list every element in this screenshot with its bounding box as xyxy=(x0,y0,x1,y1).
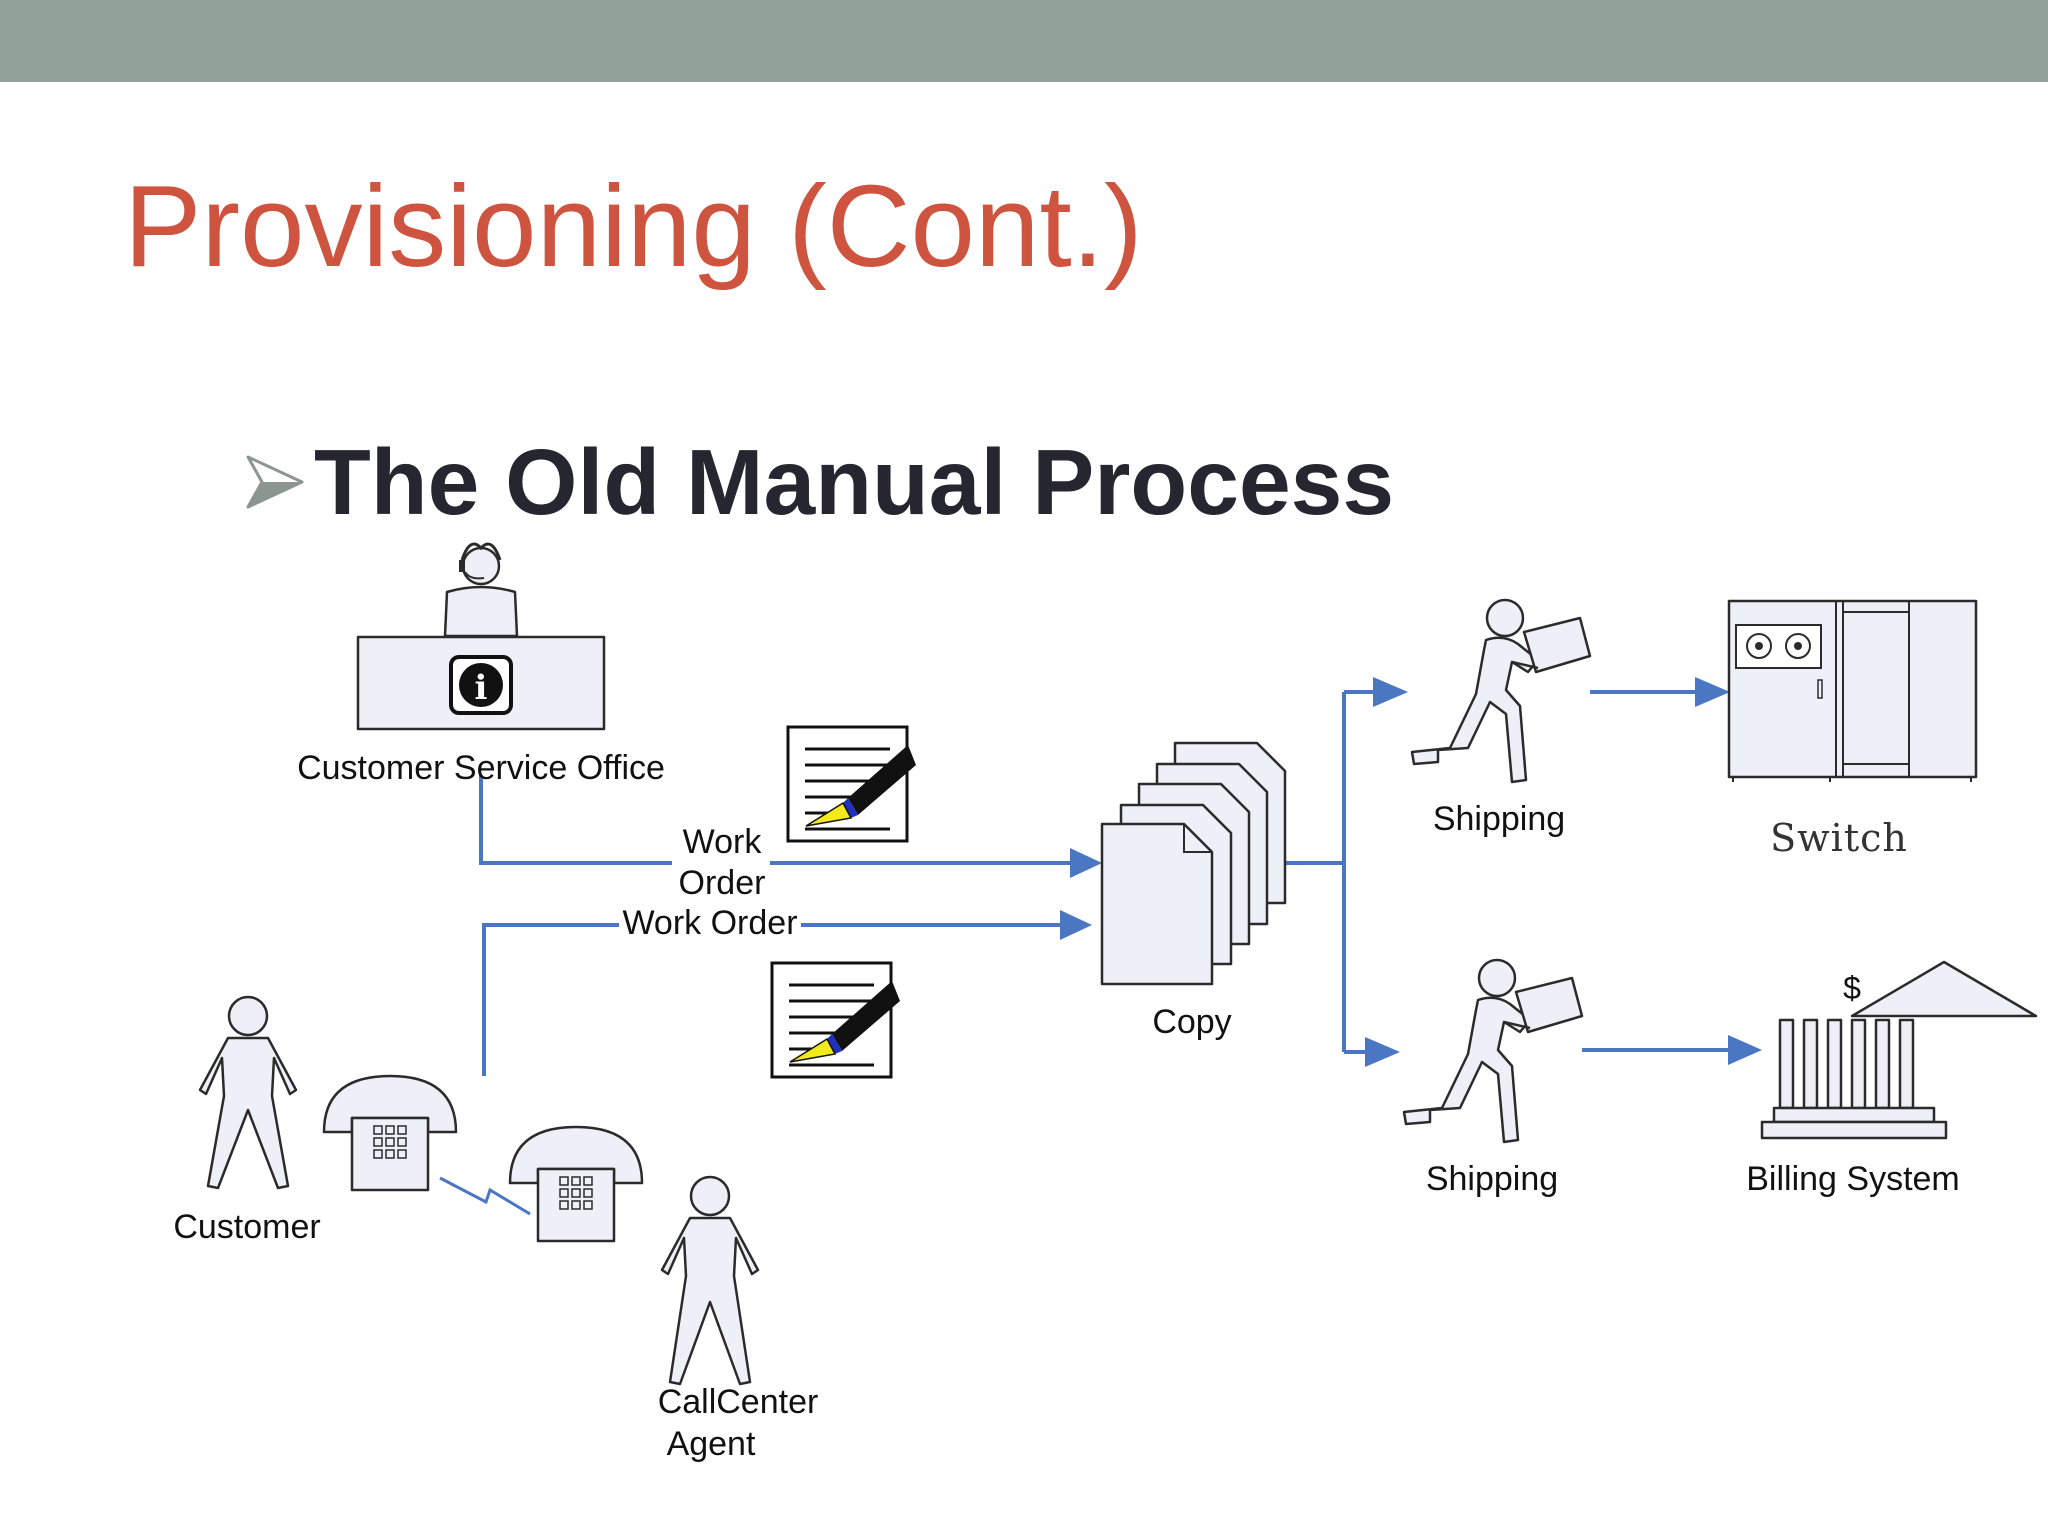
label-switch: Switch xyxy=(1770,816,1908,860)
label-shipping-top: Shipping xyxy=(1433,800,1565,838)
label-bg xyxy=(619,905,801,945)
arrowhead xyxy=(1365,1037,1400,1067)
document-pen-icon xyxy=(786,725,916,843)
label-copy: Copy xyxy=(1152,1003,1231,1041)
delivery-person-icon xyxy=(1402,958,1584,1144)
header-bar xyxy=(0,0,2048,82)
customer-service-office: i Customer Service Office xyxy=(297,542,665,787)
telephone-icon xyxy=(322,1074,458,1192)
person-icon xyxy=(660,1175,760,1386)
label-bg xyxy=(672,820,770,898)
arrowhead xyxy=(1695,677,1730,707)
arrowhead xyxy=(1060,910,1092,940)
phone-connection-line xyxy=(439,1176,531,1216)
slide-title: Provisioning (Cont.) xyxy=(124,161,1143,291)
arrowhead xyxy=(1373,677,1408,707)
label-work-order-line2: Order xyxy=(679,864,766,902)
bullet-row: The Old Manual Process xyxy=(246,432,1394,532)
subtitle: The Old Manual Process xyxy=(314,429,1395,534)
flow-line-copy-split xyxy=(1285,690,1375,1054)
label-customer-service-office: Customer Service Office xyxy=(297,749,665,787)
document-pen-icon xyxy=(770,961,900,1079)
arrowhead xyxy=(1728,1035,1762,1065)
info-icon: i xyxy=(449,655,513,715)
work-order-document-bottom xyxy=(770,961,900,1079)
label-work-order-line1: Work xyxy=(683,823,763,861)
switch-cabinet-icon xyxy=(1727,599,1978,782)
flow-lines xyxy=(439,677,1762,1216)
arrowhead xyxy=(1070,848,1102,878)
bank-building-icon: $ xyxy=(1760,960,2038,1140)
label-callcenter-line2: Agent xyxy=(667,1425,756,1463)
flow-line-office-to-copy xyxy=(479,775,675,865)
label-billing-system: Billing System xyxy=(1746,1160,1960,1198)
label-callcenter-line1: CallCenter xyxy=(658,1383,819,1421)
label-customer: Customer xyxy=(173,1208,320,1246)
work-order-document-top xyxy=(786,725,916,843)
info-symbol: i xyxy=(475,668,488,708)
flow-line-callcenter-to-copy xyxy=(482,923,1060,1076)
person-icon xyxy=(198,995,298,1190)
telephone-icon xyxy=(508,1125,644,1243)
dollar-sign: $ xyxy=(1843,970,1861,1006)
label-work-order-2: Work Order xyxy=(622,904,797,942)
delivery-person-icon xyxy=(1410,598,1592,784)
document-stack-icon xyxy=(1100,741,1287,986)
bullet-arrow-icon xyxy=(246,455,304,509)
label-shipping-bottom: Shipping xyxy=(1426,1160,1558,1198)
headset-agent-icon xyxy=(443,542,519,638)
